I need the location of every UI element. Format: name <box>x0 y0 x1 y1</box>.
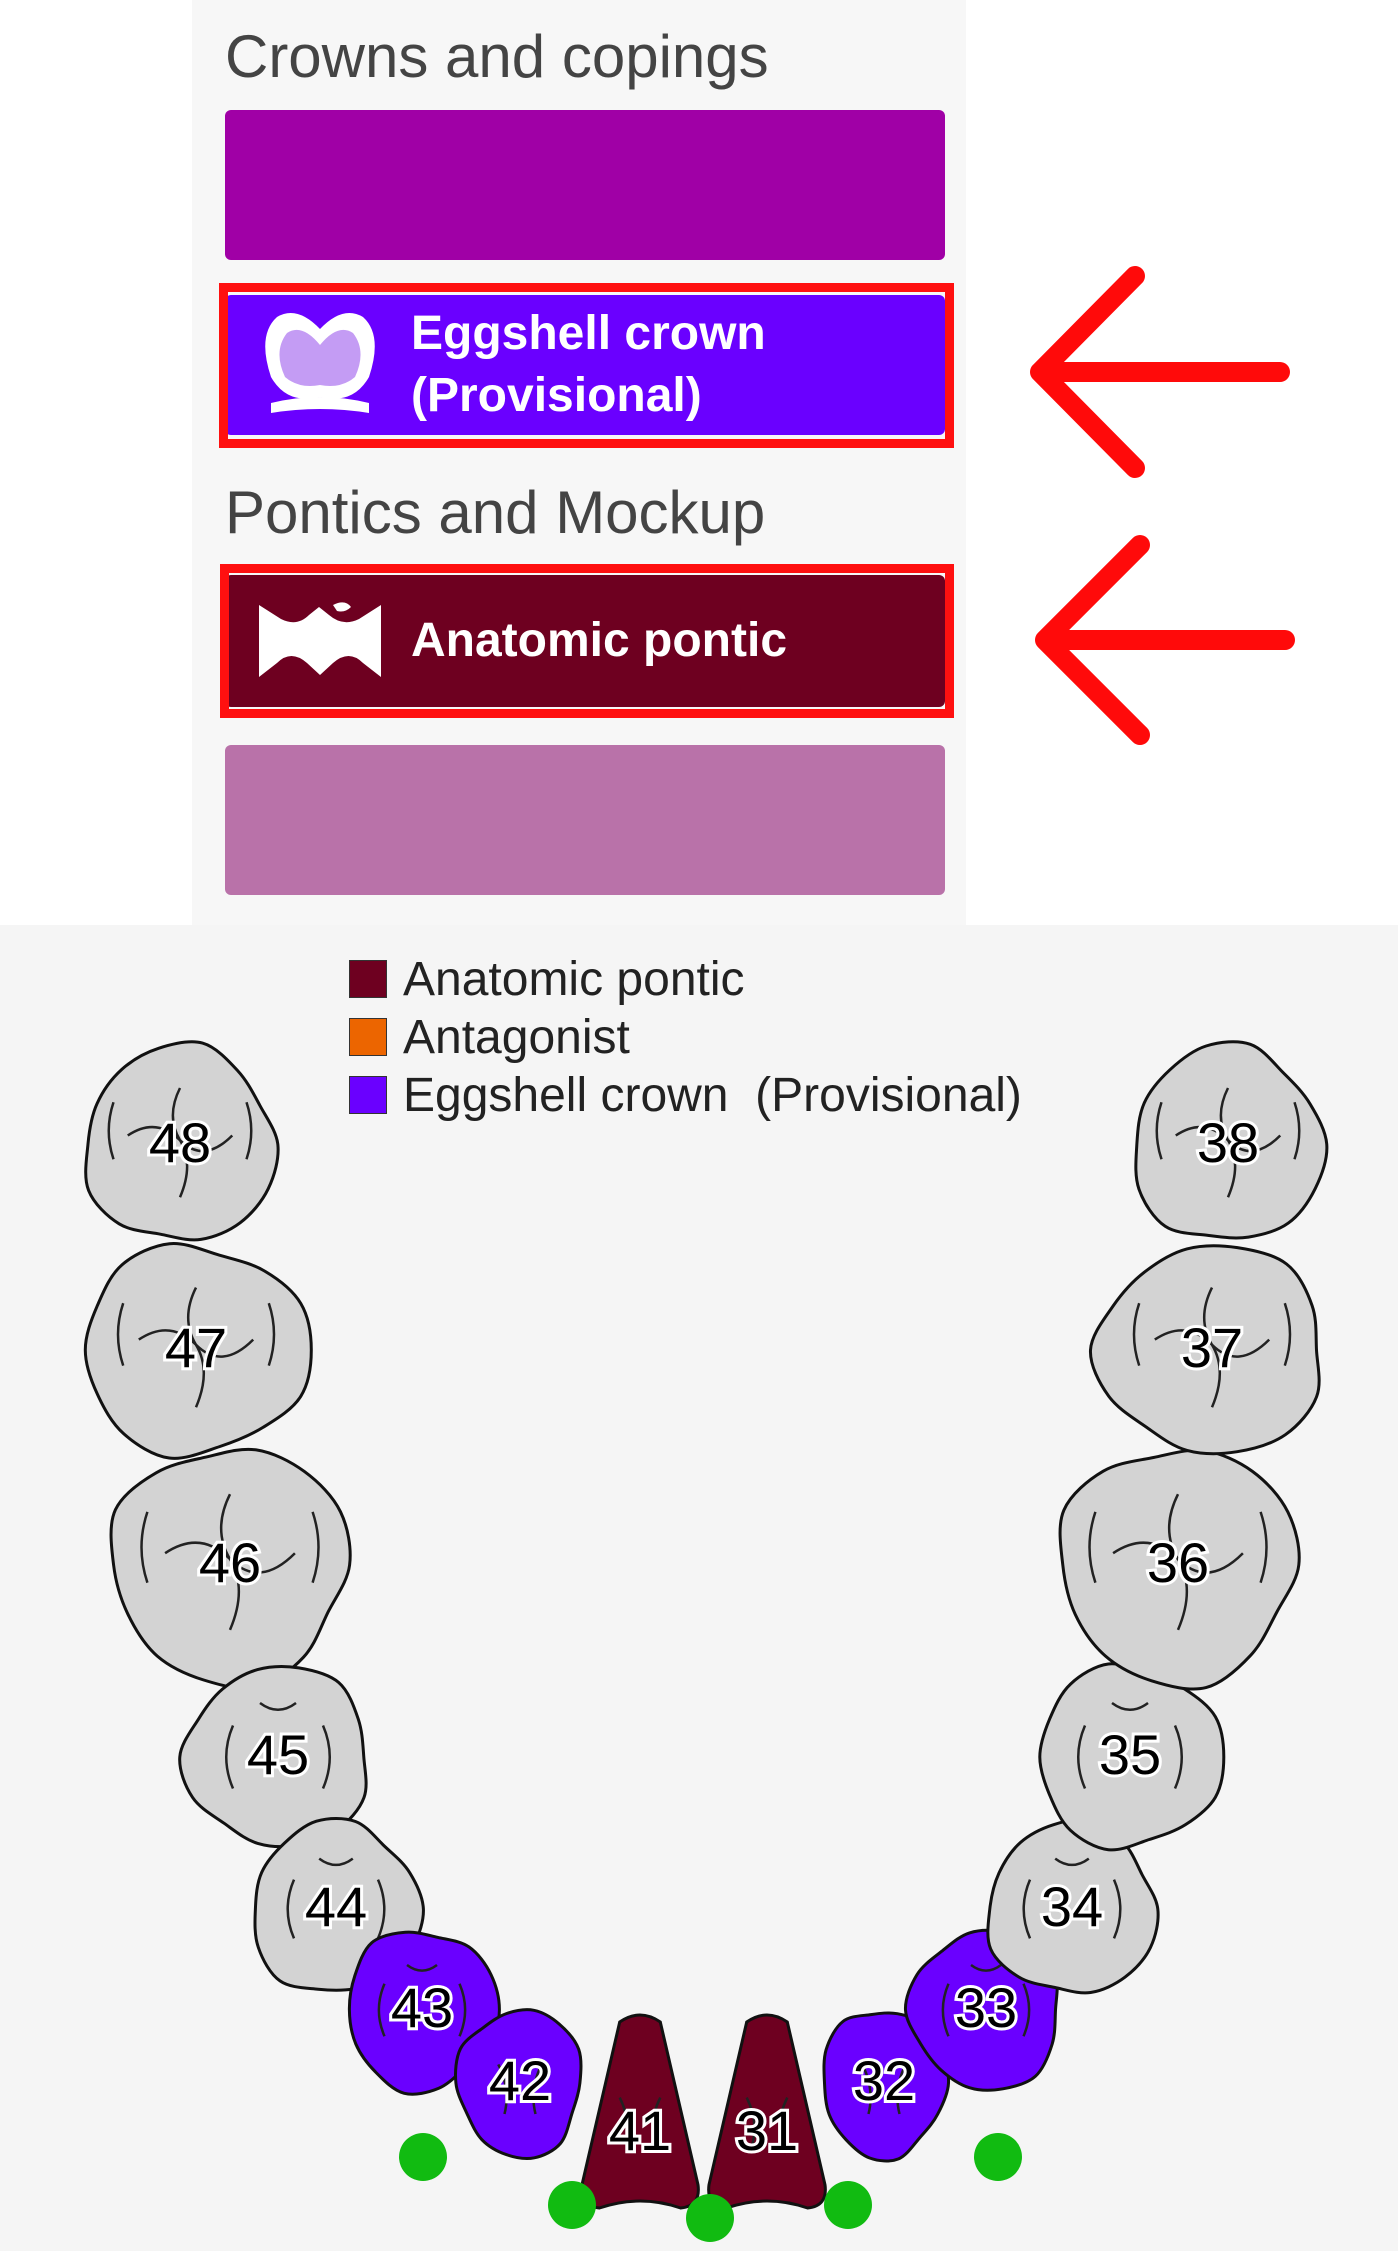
pontic-type-button[interactable] <box>225 745 945 895</box>
legend-swatch-pontic <box>349 960 387 998</box>
tooth-32-fissures <box>861 2063 907 2115</box>
tooth-48-label: 48 <box>149 1111 211 1174</box>
tooth-37-label: 37 <box>1181 1316 1243 1379</box>
annotation-arrow-eggshell <box>1030 266 1290 478</box>
tooth-48-fissures <box>107 1087 253 1198</box>
tooth-42-shape <box>454 2008 583 2161</box>
legend-item-antagonist: Antagonist <box>349 1008 1022 1066</box>
tooth-45-label: 45 <box>247 1723 309 1786</box>
eggshell-crown-button[interactable]: Eggshell crown (Provisional) <box>225 295 945 435</box>
tooth-38[interactable]: 38 <box>1134 1040 1329 1240</box>
connector-dot-2[interactable] <box>548 2181 596 2229</box>
tooth-38-fissures <box>1155 1087 1301 1198</box>
tooth-47-label: 47 <box>165 1316 227 1379</box>
tooth-41[interactable]: 41 <box>580 2013 700 2210</box>
tooth-chart: 48 47 46 45 44 43 42 41 31 32 33 34 35 36 37 38 <box>83 1040 1329 2242</box>
tooth-46-fissures <box>140 1493 320 1631</box>
legend-label-eggshell: Eggshell crown (Provisional) <box>403 1068 1022 1122</box>
connector-dot-5[interactable] <box>974 2133 1022 2181</box>
crown-type-button[interactable] <box>225 110 945 260</box>
eggshell-crown-label: Eggshell crown (Provisional) <box>411 303 766 427</box>
anatomic-pontic-icon <box>259 602 381 677</box>
tooth-47-fissures <box>116 1287 276 1408</box>
tooth-35-fissures <box>1077 1701 1183 1789</box>
tooth-41-fissures <box>618 2097 662 2145</box>
annotation-arrow-pontic <box>1035 535 1295 745</box>
tooth-35-label: 35 <box>1099 1723 1161 1786</box>
tooth-38-shape <box>1134 1040 1329 1240</box>
chart-legend: Anatomic pontic Antagonist Eggshell crow… <box>349 950 1022 1124</box>
tooth-36-fissures <box>1088 1493 1268 1631</box>
crowns-section-title: Crowns and copings <box>225 23 769 90</box>
tooth-35[interactable]: 35 <box>1038 1662 1226 1852</box>
tooth-37-fissures <box>1132 1287 1292 1408</box>
tooth-36-shape <box>1058 1448 1301 1691</box>
pontics-section-title: Pontics and Mockup <box>225 479 766 546</box>
tooth-43-label: 43 <box>391 1976 453 2039</box>
legend-item-eggshell: Eggshell crown (Provisional) <box>349 1066 1022 1124</box>
tooth-47[interactable]: 47 <box>83 1242 313 1460</box>
tooth-31-fissures <box>745 2097 789 2145</box>
tooth-32[interactable]: 32 <box>822 2011 951 2163</box>
tooth-31-label: 31 <box>736 2099 798 2162</box>
tooth-36[interactable]: 36 <box>1058 1448 1301 1691</box>
tooth-42-fissures <box>497 2063 543 2115</box>
tooth-33-fissures <box>941 1963 1031 2037</box>
tooth-46-label: 46 <box>199 1531 261 1594</box>
tooth-32-label: 32 <box>853 2049 915 2112</box>
tooth-45-fissures <box>225 1701 331 1789</box>
legend-swatch-antagonist <box>349 1018 387 1056</box>
tooth-45[interactable]: 45 <box>178 1665 368 1849</box>
eggshell-label-line2: (Provisional) <box>411 369 702 422</box>
connector-dot-1[interactable] <box>399 2133 447 2181</box>
legend-swatch-eggshell <box>349 1076 387 1114</box>
tooth-46[interactable]: 46 <box>109 1447 352 1690</box>
tooth-44-label: 44 <box>305 1875 367 1938</box>
tooth-41-label: 41 <box>609 2099 671 2162</box>
legend-item-pontic: Anatomic pontic <box>349 950 1022 1008</box>
tooth-36-label: 36 <box>1147 1531 1209 1594</box>
tooth-37-shape <box>1088 1244 1321 1456</box>
tooth-34-label: 34 <box>1041 1875 1103 1938</box>
eggshell-crown-icon <box>265 313 375 413</box>
tooth-48[interactable]: 48 <box>84 1040 280 1242</box>
tooth-38-label: 38 <box>1197 1111 1259 1174</box>
anatomic-pontic-label: Anatomic pontic <box>411 614 788 667</box>
connector-dot-4[interactable] <box>824 2181 872 2229</box>
tooth-42[interactable]: 42 <box>454 2008 583 2161</box>
connector-dot-3[interactable] <box>686 2194 734 2242</box>
tooth-42-label: 42 <box>489 2049 551 2112</box>
eggshell-label-line1: Eggshell crown <box>411 307 766 360</box>
tooth-31[interactable]: 31 <box>707 2013 827 2210</box>
legend-label-pontic: Anatomic pontic <box>403 952 745 1006</box>
tooth-33-label: 33 <box>955 1976 1017 2039</box>
tooth-43-fissures <box>377 1963 467 2037</box>
anatomic-pontic-button[interactable]: Anatomic pontic <box>225 575 945 707</box>
tooth-37[interactable]: 37 <box>1088 1244 1321 1456</box>
tooth-34-fissures <box>1022 1857 1122 1939</box>
tooth-44-fissures <box>286 1857 386 1939</box>
legend-label-antagonist: Antagonist <box>403 1010 630 1064</box>
